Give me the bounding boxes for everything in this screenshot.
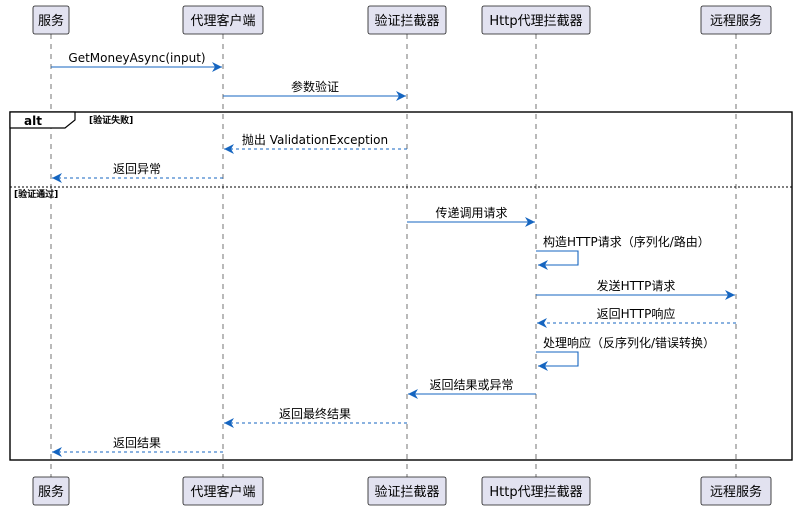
- alt-frame-border: [9, 111, 793, 461]
- message-label-1: GetMoneyAsync(input): [68, 51, 205, 65]
- message-7: 发送HTTP请求: [536, 278, 735, 300]
- message-arrow-9: [536, 351, 579, 371]
- message-2: 参数验证: [223, 79, 406, 101]
- message-arrow-6: [536, 250, 579, 270]
- message-5: 传递调用请求: [407, 205, 535, 227]
- message-label-3: 抛出 ValidationException: [242, 132, 388, 147]
- participant-box-remote-top: [700, 5, 772, 35]
- message-label-11: 返回最终结果: [279, 406, 351, 421]
- message-label-12: 返回结果: [113, 436, 161, 450]
- message-9: 处理响应（反序列化/错误转换）: [536, 335, 715, 371]
- participant-label-proxy-top: 代理客户端: [190, 13, 255, 29]
- message-8: 返回HTTP响应: [537, 306, 736, 328]
- participant-label-http-bottom: Http代理拦截器: [489, 485, 582, 500]
- participant-label-service-top: 服务: [38, 13, 64, 29]
- participant-box-http-top: [481, 5, 591, 35]
- message-3: 抛出 ValidationException: [224, 132, 407, 154]
- participant-box-proxy-top: [182, 5, 264, 35]
- message-10: 返回结果或异常: [408, 378, 536, 399]
- message-label-7: 发送HTTP请求: [597, 278, 676, 293]
- message-label-10: 返回结果或异常: [429, 378, 513, 392]
- alt-guard-passed: [验证通过]: [14, 188, 58, 200]
- participant-box-service-top: [32, 5, 70, 35]
- message-label-5: 传递调用请求: [435, 205, 507, 220]
- message-11: 返回最终结果: [224, 406, 407, 428]
- message-6: 构造HTTP请求（序列化/路由）: [536, 234, 710, 270]
- participant-label-validator-bottom: 验证拦截器: [374, 484, 439, 500]
- message-label-9: 处理响应（反序列化/错误转换）: [543, 335, 715, 350]
- participant-box-validator-top: [367, 5, 447, 35]
- participant-label-service-bottom: 服务: [38, 484, 64, 500]
- message-label-6: 构造HTTP请求（序列化/路由）: [543, 234, 710, 249]
- alt-frame: alt [验证失败] [验证通过]: [9, 111, 793, 461]
- message-label-2: 参数验证: [291, 79, 339, 94]
- message-1: GetMoneyAsync(input): [51, 51, 222, 72]
- alt-frame-tab: [9, 111, 76, 129]
- participant-label-http-top: Http代理拦截器: [489, 14, 582, 29]
- message-4: 返回异常: [52, 162, 223, 183]
- participant-box-validator-bottom: [367, 476, 447, 506]
- participants: 服务服务代理客户端代理客户端验证拦截器验证拦截器Http代理拦截器Http代理拦…: [32, 5, 772, 506]
- message-12: 返回结果: [52, 436, 223, 457]
- alt-keyword: alt: [24, 114, 42, 128]
- lifelines: [50, 34, 737, 477]
- participant-box-remote-bottom: [700, 476, 772, 506]
- alt-guard-failed: [验证失败]: [89, 114, 133, 126]
- participant-label-remote-bottom: 远程服务: [710, 484, 762, 500]
- message-label-8: 返回HTTP响应: [597, 306, 676, 321]
- participant-label-validator-top: 验证拦截器: [374, 13, 439, 29]
- message-label-4: 返回异常: [113, 162, 161, 176]
- participant-box-service-bottom: [32, 476, 70, 506]
- participant-label-remote-top: 远程服务: [710, 13, 762, 29]
- participant-label-proxy-bottom: 代理客户端: [190, 484, 255, 500]
- participant-box-proxy-bottom: [182, 476, 264, 506]
- participant-box-http-bottom: [481, 476, 591, 506]
